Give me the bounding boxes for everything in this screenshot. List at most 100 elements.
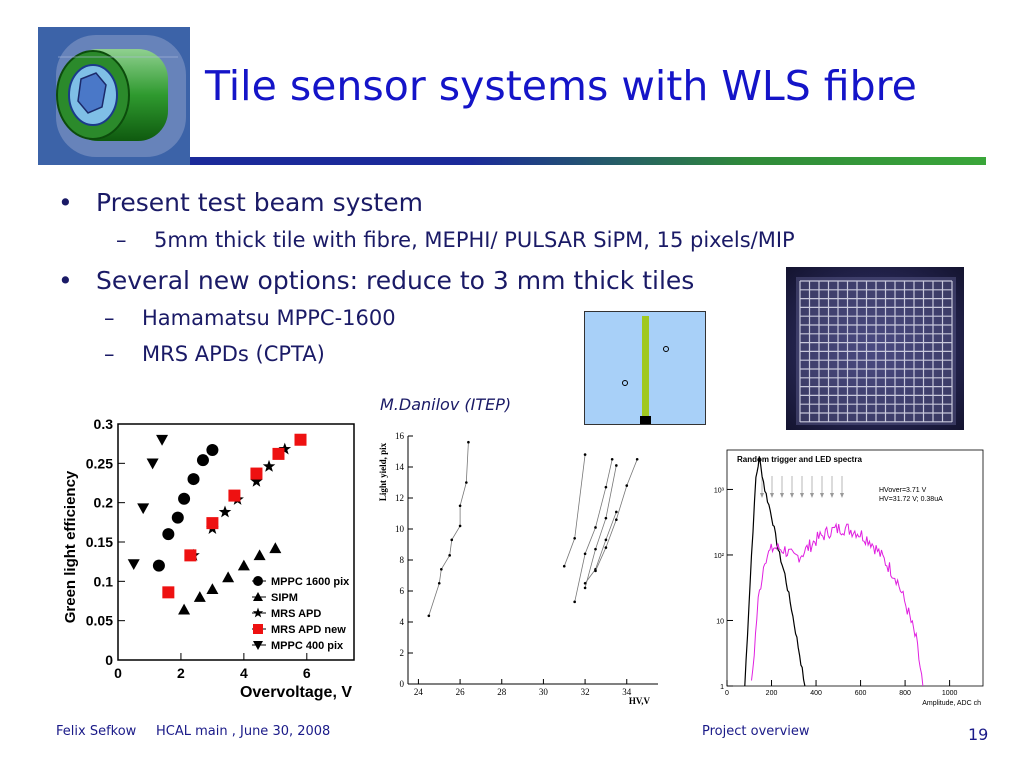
data-point bbox=[228, 489, 241, 502]
data-point bbox=[583, 581, 587, 585]
sub-marker: – bbox=[104, 342, 115, 366]
data-point bbox=[562, 564, 566, 568]
data-point bbox=[604, 516, 608, 520]
x-tick-label: 32 bbox=[581, 687, 590, 697]
tile-grid-photo bbox=[786, 267, 964, 430]
y-tick-label: 10 bbox=[716, 618, 724, 625]
legend-label: SIPM bbox=[271, 592, 298, 604]
y-tick-label: 10³ bbox=[714, 487, 725, 494]
legend-label: MPPC 1600 pix bbox=[271, 576, 350, 588]
footer-section: Project overview bbox=[702, 724, 810, 739]
legend-label: MRS APD bbox=[271, 608, 321, 620]
arrow-head bbox=[760, 493, 764, 498]
data-point bbox=[171, 511, 184, 524]
legend-marker bbox=[253, 624, 263, 634]
legend-label: MPPC 400 pix bbox=[271, 640, 344, 652]
x-tick-label: 28 bbox=[497, 687, 507, 697]
data-point bbox=[625, 484, 629, 487]
y-tick-label: 0.15 bbox=[86, 534, 113, 550]
sub-bullet-2-2: – MRS APDs (CPTA) bbox=[104, 342, 325, 366]
page-number: 19 bbox=[968, 725, 989, 744]
data-point bbox=[206, 443, 219, 456]
data-point bbox=[573, 600, 576, 604]
random-trigger-spectrum bbox=[744, 456, 806, 687]
bullet-1: • Present test beam system bbox=[58, 188, 423, 217]
author-note: M.Danilov (ITEP) bbox=[380, 395, 512, 414]
data-point bbox=[272, 447, 285, 460]
footer-event: HCAL main , June 30, 2008 bbox=[156, 724, 331, 739]
y-tick-label: 16 bbox=[395, 431, 405, 441]
data-point bbox=[458, 524, 462, 528]
x-tick-label: 800 bbox=[899, 690, 911, 697]
data-point bbox=[467, 440, 470, 444]
arrow-head bbox=[770, 493, 774, 498]
sub-bullet-2-2-text: MRS APDs (CPTA) bbox=[142, 342, 325, 366]
data-point bbox=[218, 505, 232, 518]
data-point bbox=[250, 474, 263, 487]
x-tick-label: 400 bbox=[810, 690, 822, 697]
y-tick-label: 10 bbox=[395, 524, 405, 534]
x-axis-label: Amplitude, ADC ch bbox=[922, 700, 981, 707]
curve-line bbox=[595, 459, 638, 572]
sensor-block bbox=[640, 416, 651, 424]
curve-2 bbox=[562, 453, 587, 568]
sub-bullet-1-1-text: 5mm thick tile with fibre, MEPHI/ PULSAR… bbox=[154, 228, 795, 252]
data-point bbox=[237, 559, 250, 571]
data-point bbox=[635, 457, 639, 461]
y-tick-label: 0.3 bbox=[94, 416, 114, 432]
x-tick-label: 0 bbox=[725, 690, 729, 697]
data-point bbox=[427, 614, 431, 618]
bullet-marker: • bbox=[58, 266, 73, 295]
data-point bbox=[604, 538, 608, 542]
data-point bbox=[187, 473, 200, 486]
data-point bbox=[156, 434, 169, 446]
series-mppc-400-pix bbox=[127, 434, 169, 571]
legend-marker bbox=[252, 607, 264, 618]
y-tick-label: 6 bbox=[400, 586, 405, 596]
chart-annotation: HV=31.72 V; 0.38uA bbox=[879, 496, 943, 503]
plot-frame bbox=[726, 449, 984, 687]
legend-label: MRS APD new bbox=[271, 624, 346, 636]
series-sipm bbox=[178, 542, 282, 615]
data-point bbox=[146, 458, 159, 470]
data-point bbox=[583, 586, 587, 590]
y-tick-label: 0.25 bbox=[86, 455, 113, 471]
y-tick-label: 0 bbox=[400, 679, 405, 689]
data-point bbox=[465, 481, 468, 484]
data-point bbox=[437, 581, 441, 585]
chart-annotation: HVover=3.71 V bbox=[879, 487, 927, 494]
data-point bbox=[269, 542, 282, 554]
curve-6 bbox=[594, 457, 639, 573]
curve-3 bbox=[573, 457, 614, 604]
series-mrs-apd-new bbox=[162, 433, 307, 599]
data-point bbox=[178, 492, 191, 505]
data-point bbox=[152, 559, 165, 572]
curve-line bbox=[574, 459, 613, 602]
x-tick-label: 34 bbox=[622, 687, 632, 697]
y-tick-label: 2 bbox=[400, 648, 405, 658]
data-point bbox=[594, 547, 597, 551]
data-point bbox=[206, 517, 219, 530]
x-tick-label: 24 bbox=[414, 687, 424, 697]
y-tick-label: 1 bbox=[720, 684, 724, 691]
data-point bbox=[610, 457, 614, 461]
data-point bbox=[184, 549, 197, 562]
y-tick-label: 14 bbox=[395, 462, 405, 472]
sub-bullet-1-1: –5mm thick tile with fibre, MEPHI/ PULSA… bbox=[116, 228, 795, 252]
data-point bbox=[222, 571, 235, 583]
data-point bbox=[615, 464, 618, 467]
data-point bbox=[262, 459, 276, 472]
data-point bbox=[583, 453, 587, 456]
bullet-1-text: Present test beam system bbox=[96, 188, 423, 217]
led-arrows bbox=[760, 476, 844, 498]
data-point bbox=[162, 528, 175, 541]
bullet-2-text: Several new options: reduce to 3 mm thic… bbox=[96, 266, 695, 295]
x-axis-label: HV,V bbox=[629, 696, 651, 706]
bullet-marker: • bbox=[58, 188, 73, 217]
series-mppc-1600-pix bbox=[152, 443, 219, 572]
data-point bbox=[450, 538, 454, 542]
title-divider bbox=[190, 157, 986, 165]
y-tick-label: 8 bbox=[400, 555, 405, 565]
